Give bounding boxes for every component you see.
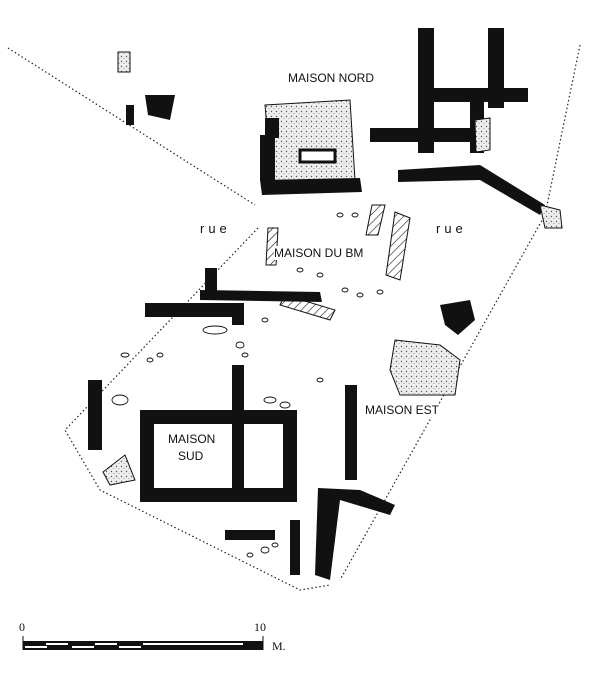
label-rue-right: rue xyxy=(436,221,467,236)
maison-nord-paving xyxy=(264,99,356,187)
maison-nord-basin xyxy=(298,148,337,164)
rubble xyxy=(102,51,563,486)
label-maison-sud-2: SUD xyxy=(178,449,204,463)
scale-bar xyxy=(22,636,264,650)
excavation-boundary xyxy=(7,44,581,591)
scale-end: 10 xyxy=(254,620,266,634)
label-maison-nord: MAISON NORD xyxy=(288,71,375,85)
label-maison-sud-1: MAISON xyxy=(168,432,216,446)
walls xyxy=(88,28,545,580)
scale-unit: M. xyxy=(272,639,286,653)
scale-start: 0 xyxy=(19,620,25,634)
hatched-pillars xyxy=(265,204,411,321)
stones xyxy=(111,212,384,558)
label-rue-left: rue xyxy=(200,221,231,236)
label-maison-est: MAISON EST xyxy=(365,403,440,417)
label-maison-du-bm: MAISON DU BM xyxy=(274,246,364,260)
